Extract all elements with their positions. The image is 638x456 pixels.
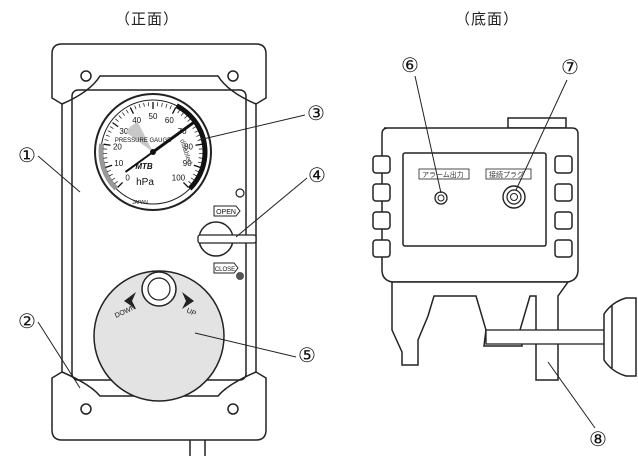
gauge-tick-label: 50 — [149, 112, 158, 121]
minor-tick — [143, 102, 145, 107]
valve-lever[interactable] — [197, 221, 257, 257]
minor-tick — [161, 102, 163, 107]
minor-tick — [184, 115, 188, 119]
callout-1: ① — [18, 145, 36, 167]
gauge-unit: hPa — [136, 177, 154, 188]
callout-5: ⑤ — [298, 345, 316, 367]
gauge-tick-label: 10 — [114, 159, 123, 168]
minor-tick — [187, 118, 191, 122]
needle-tail — [124, 151, 154, 173]
major-tick — [182, 181, 189, 188]
gauge-caption: PRESSURE GAUGE — [115, 138, 171, 144]
gauge-tick-marks — [103, 102, 203, 188]
down-arrow-icon — [124, 292, 136, 309]
gauge-gray-band — [98, 143, 119, 191]
gauge-tick-label: 90 — [183, 159, 192, 168]
callout-6: ⑥ — [401, 55, 419, 77]
pressure-gauge: 0102030405060708090100 PRESSURE GAUGE MT… — [94, 93, 212, 211]
minor-tick — [198, 157, 203, 159]
alarm-output-jack — [434, 191, 448, 205]
close-label: CLOSE — [215, 267, 235, 273]
callout-7: ⑦ — [561, 57, 579, 79]
minor-tick — [194, 130, 199, 133]
bottom-view — [372, 117, 637, 381]
minor-tick — [195, 169, 200, 173]
minor-tick — [109, 173, 113, 177]
minor-tick — [138, 103, 141, 108]
minor-tick — [111, 177, 116, 181]
front-view-title: （正面） — [115, 10, 180, 28]
open-label-tag: OPEN — [213, 205, 241, 217]
gauge-brand: MTB — [135, 162, 153, 171]
major-tick — [195, 143, 203, 146]
knob-up-label: UP — [185, 307, 197, 318]
minor-tick — [109, 126, 114, 129]
minor-tick — [115, 118, 119, 122]
mount-hole-top-right — [227, 70, 239, 82]
minor-tick — [196, 134, 201, 137]
gauge-tick-label: 20 — [113, 142, 122, 151]
major-tick — [112, 122, 119, 128]
minor-tick — [107, 130, 112, 133]
minor-tick — [104, 139, 109, 141]
minor-tick — [169, 105, 172, 110]
bottom-view-title: （底面） — [455, 10, 520, 28]
mount-hole-bottom-right — [227, 403, 239, 415]
major-tick — [103, 143, 111, 146]
gauge-needle — [152, 120, 196, 154]
gauge-origin: JAPAN — [132, 200, 148, 206]
minor-tick — [134, 105, 137, 110]
minor-tick — [193, 173, 197, 177]
mount-hole-top-left — [80, 70, 92, 82]
minor-tick — [190, 177, 195, 181]
gauge-tick-label: 0 — [125, 173, 130, 182]
open-label: OPEN — [216, 209, 236, 216]
close-label-tag: CLOSE — [213, 262, 239, 274]
leader-lines — [37, 75, 596, 429]
gauge-tick-label: 100 — [172, 173, 186, 182]
minor-tick — [106, 169, 111, 173]
callout-3: ③ — [307, 103, 325, 125]
close-indicator-dot — [236, 272, 244, 280]
gauge-tick-label: 40 — [132, 116, 141, 125]
minor-tick — [122, 112, 126, 116]
minor-tick — [180, 112, 184, 116]
up-arrow-icon — [182, 292, 194, 309]
minor-tick — [118, 115, 122, 119]
gauge-tick-label: 30 — [119, 127, 128, 136]
minor-tick — [104, 161, 109, 164]
gauge-tick-label: 80 — [184, 142, 193, 151]
minor-tick — [125, 109, 129, 114]
major-tick — [193, 164, 201, 169]
alarm-output-label: アラーム出力 — [422, 170, 464, 179]
minor-tick — [105, 134, 110, 137]
minor-tick — [114, 181, 118, 185]
major-tick — [117, 181, 124, 188]
callout-numbers: ① ② ③ ④ ⑤ ⑥ ⑦ ⑧ — [18, 55, 607, 451]
callout-4: ④ — [308, 165, 326, 187]
gauge-black-band — [175, 103, 208, 191]
connection-plug-socket — [502, 185, 526, 209]
minor-tick — [177, 109, 181, 114]
minor-tick — [103, 157, 108, 159]
flow-control-knob[interactable]: DOWN UP — [93, 270, 225, 402]
gauge-tick-label: 60 — [165, 116, 174, 125]
major-tick — [171, 107, 177, 114]
minor-tick — [192, 126, 197, 129]
major-tick — [105, 164, 113, 169]
minor-tick — [165, 103, 168, 108]
mount-hole-bottom-left — [80, 403, 92, 415]
minor-tick — [188, 181, 192, 185]
minor-tick — [197, 161, 202, 164]
callout-8: ⑧ — [589, 429, 607, 451]
indicator-lamp — [235, 188, 245, 198]
gauge-shaded-sector — [125, 121, 153, 152]
callout-2: ② — [18, 311, 36, 333]
connection-plug-label: 接続プラグ — [489, 170, 524, 179]
major-tick — [129, 107, 135, 114]
